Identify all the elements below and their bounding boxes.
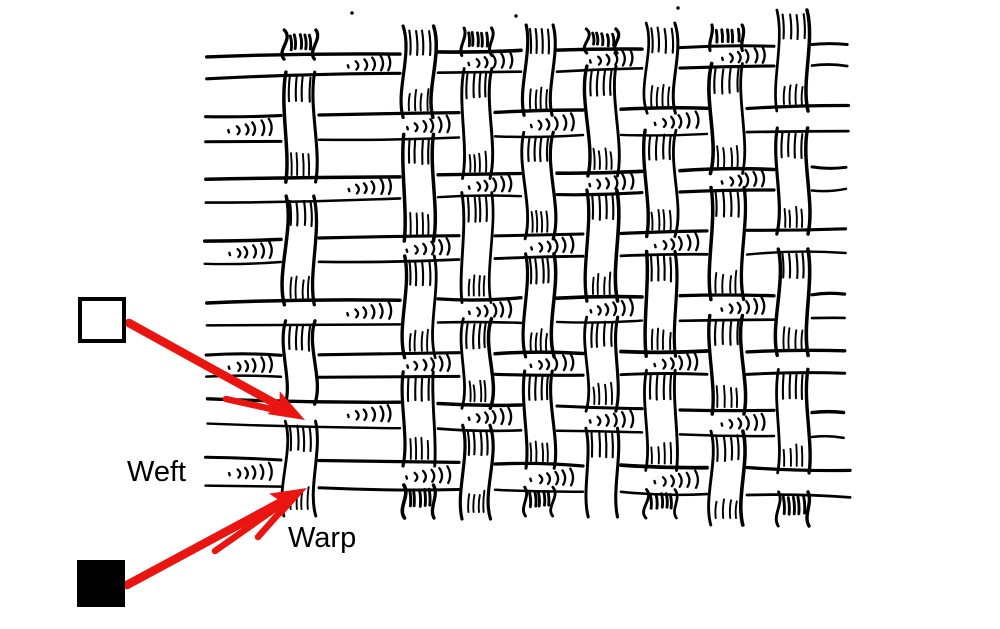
weft-arrow — [124, 318, 305, 420]
stray-ink-dots — [350, 6, 680, 18]
weft-label: Weft — [127, 456, 187, 488]
warp-threads — [280, 8, 812, 528]
warp-marker-square — [77, 560, 125, 607]
weft-threads — [202, 42, 852, 499]
weft-marker-square — [78, 297, 126, 343]
warp-arrow — [122, 488, 307, 590]
warp-label: Warp — [288, 522, 357, 554]
